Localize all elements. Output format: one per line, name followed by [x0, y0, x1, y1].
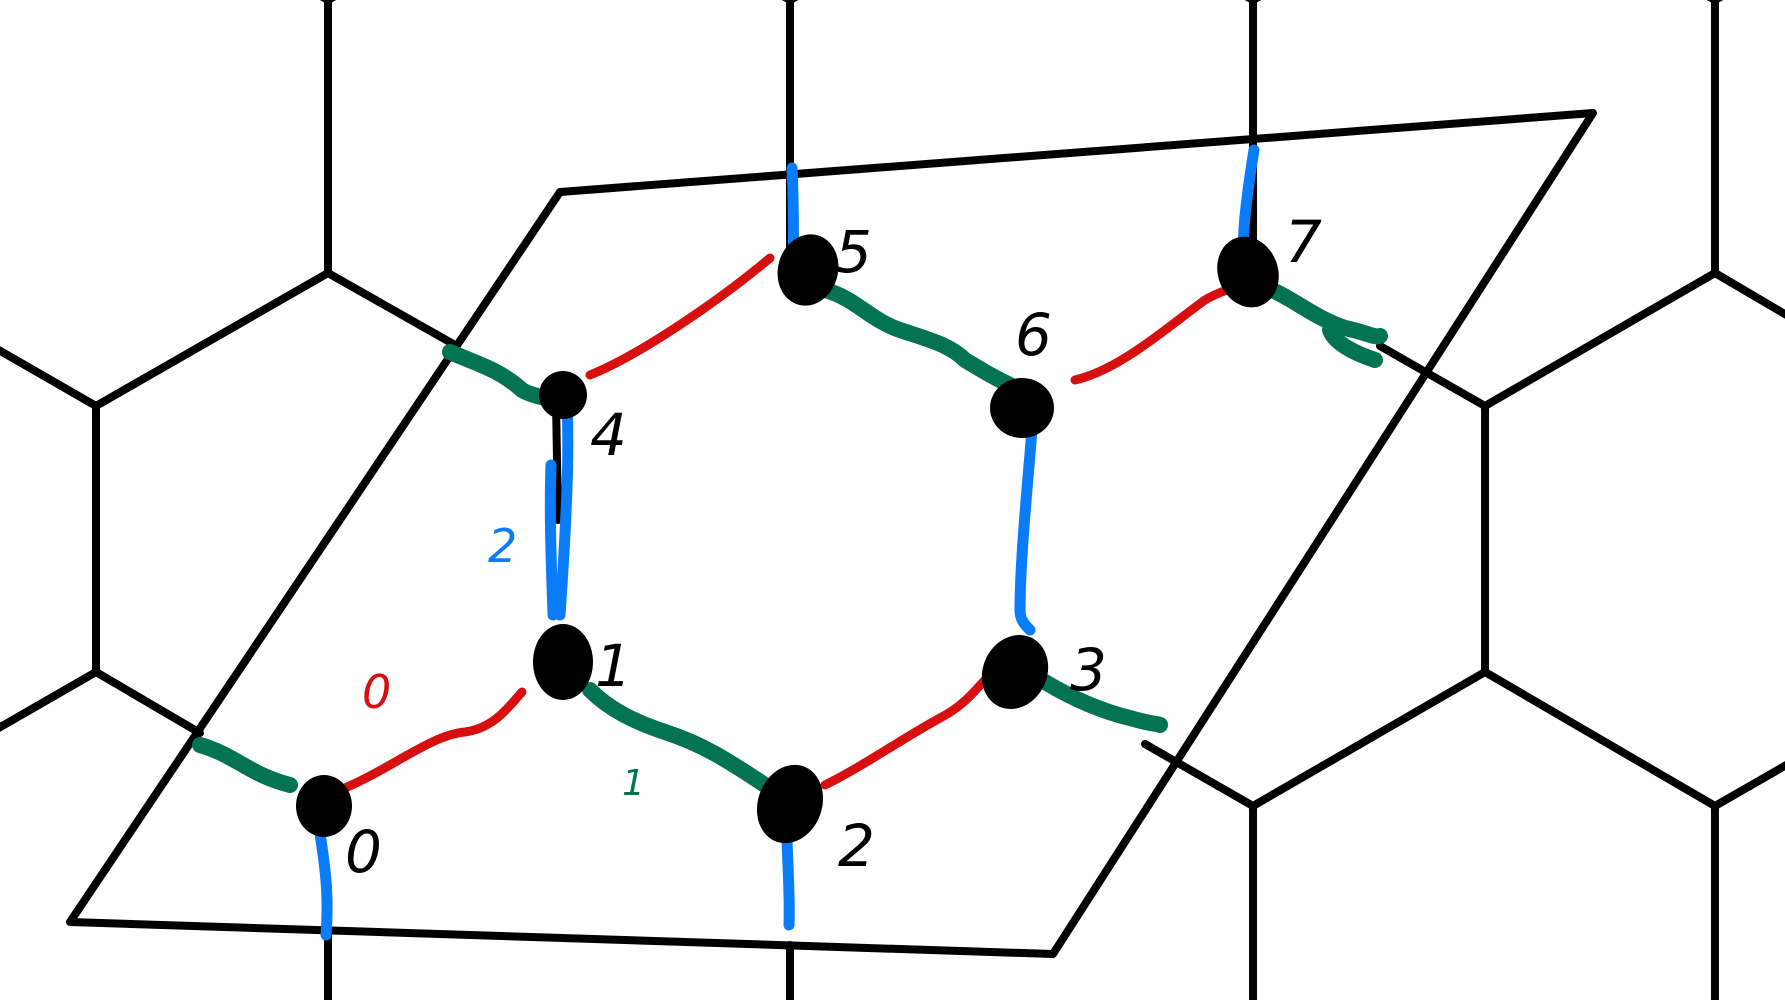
bond-blue [1014, 424, 1038, 636]
vertex-4 [539, 371, 587, 419]
bond-red [335, 687, 527, 795]
bond-green [582, 682, 773, 793]
vertex-3 [981, 635, 1049, 709]
lattice-edge [1481, 668, 1785, 810]
vertex-label-1: 1 [595, 632, 632, 700]
vertex-2 [756, 764, 824, 844]
bond-red [1070, 277, 1248, 385]
bond-green [192, 737, 298, 793]
bond-green [817, 282, 1018, 393]
lattice-edge [324, 269, 459, 349]
vertex-label-4: 4 [590, 401, 627, 469]
bond-label-green: 1 [622, 763, 645, 804]
bond-blue [554, 392, 574, 621]
lattice-edge [1711, 269, 1785, 319]
vertex-label-3: 3 [1070, 636, 1107, 704]
bond-blue [312, 814, 333, 941]
lattice-edge [1141, 402, 1489, 810]
lattice-edge [1376, 0, 1719, 410]
lattice-edge [0, 0, 332, 732]
vertex-label-0: 0 [345, 818, 382, 886]
vertex-label-5: 5 [835, 218, 872, 286]
bond-label-blue: 2 [488, 519, 517, 573]
lattice-edge [92, 668, 204, 737]
vertex-7 [1217, 236, 1279, 308]
lattice-edge [552, 396, 562, 524]
vertex-group [296, 234, 1279, 844]
vertex-1 [533, 624, 593, 700]
vertex-labels: 0 1 2 3 4 5 6 7 [345, 208, 1322, 886]
vertex-5 [777, 234, 839, 306]
vertex-label-6: 6 [1015, 301, 1052, 369]
bond-red [585, 253, 775, 380]
bond-blue [781, 834, 795, 931]
vertex-label-7: 7 [1285, 208, 1322, 276]
vertex-0 [296, 775, 352, 837]
lattice-edge [0, 346, 100, 410]
bond-blue [544, 459, 559, 621]
bond-green [1264, 282, 1388, 368]
unit-cell-parallelogram [66, 109, 1597, 958]
bond-red [820, 675, 990, 790]
vertex-6 [990, 378, 1054, 438]
bond-type-labels: 0 1 2 [362, 519, 645, 804]
bond-green [1037, 674, 1168, 733]
vertex-label-2: 2 [838, 812, 875, 880]
bond-label-red: 0 [362, 665, 391, 719]
